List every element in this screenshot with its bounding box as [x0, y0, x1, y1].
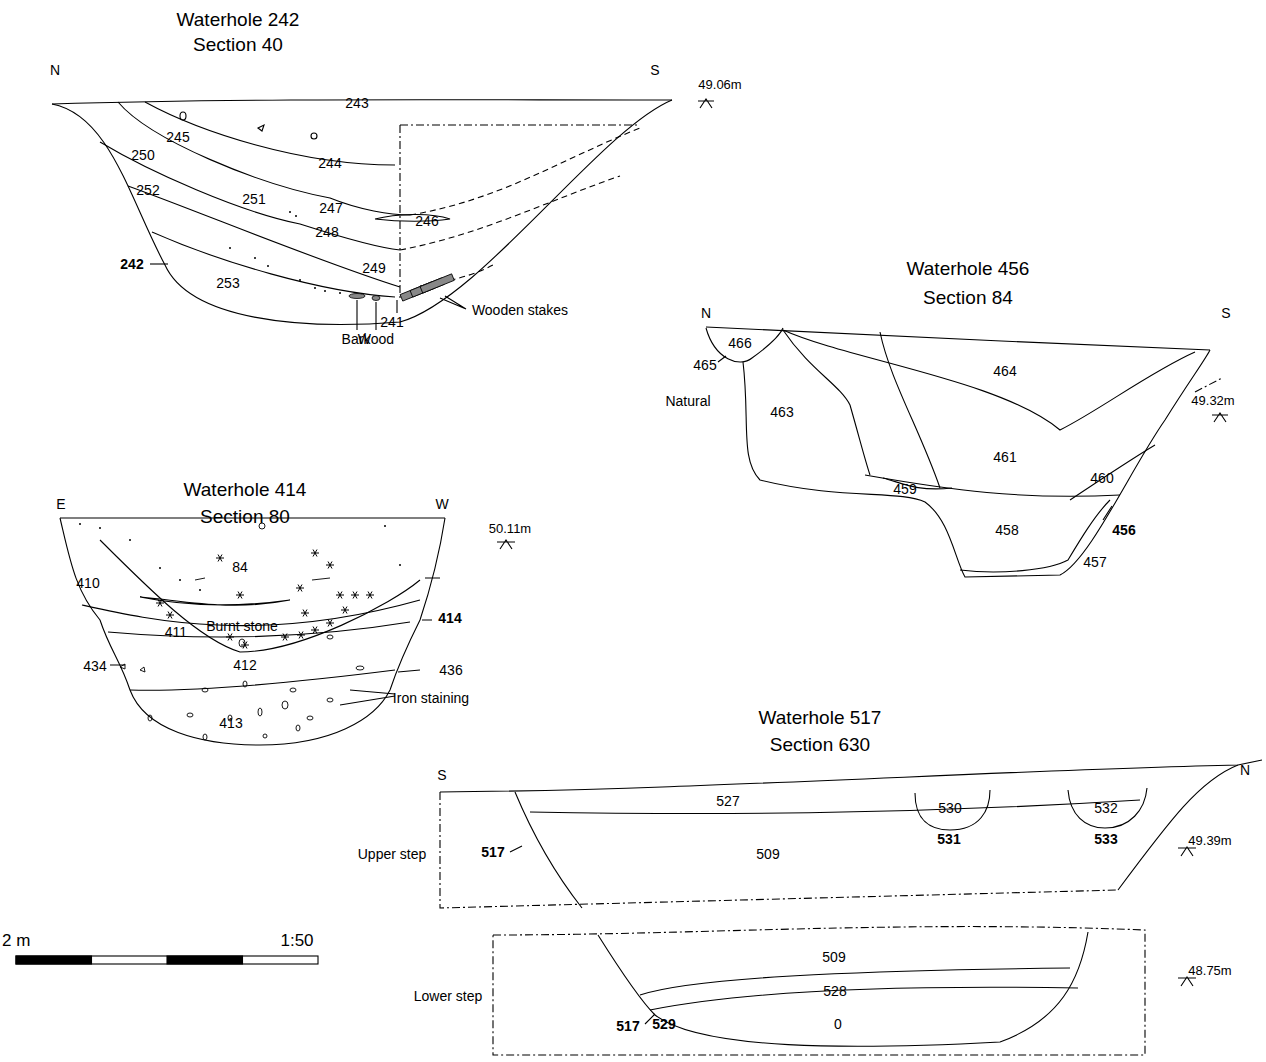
orientation: S — [437, 768, 446, 782]
layer-number: 459 — [893, 482, 916, 496]
section-title: Waterhole 456 — [907, 259, 1030, 278]
datum-level: 48.75m — [1188, 964, 1231, 977]
layer-number: 253 — [216, 276, 239, 290]
datum-level: 49.06m — [698, 78, 741, 91]
layer-number: 411 — [165, 625, 187, 639]
cut-number: 529 — [652, 1017, 675, 1031]
annotation: Wood — [358, 332, 394, 346]
waterhole-242-section — [52, 99, 714, 330]
layer-number: 457 — [1083, 555, 1106, 569]
annotation: Wooden stakes — [472, 303, 568, 317]
layer-number: 252 — [136, 183, 159, 197]
layer-number: 465 — [693, 358, 716, 372]
section-title: Section 80 — [200, 507, 290, 526]
layer-number: 509 — [822, 950, 845, 964]
annotation: Natural — [665, 394, 710, 408]
annotation: 1:50 — [280, 932, 313, 949]
layer-number: 530 — [938, 801, 961, 815]
layer-number: 247 — [319, 201, 342, 215]
layer-number: 434 — [83, 659, 106, 673]
layer-number: 532 — [1094, 801, 1117, 815]
cut-number: 533 — [1094, 832, 1117, 846]
orientation: N — [1240, 763, 1250, 777]
layer-number: 528 — [823, 984, 846, 998]
layer-number: 509 — [756, 847, 779, 861]
layer-number: 413 — [219, 716, 242, 730]
datum-level: 49.39m — [1188, 834, 1231, 847]
waterhole-517-section — [440, 760, 1262, 1055]
orientation: W — [435, 497, 448, 511]
cut-number: 531 — [937, 832, 960, 846]
layer-number: 0 — [834, 1017, 842, 1031]
orientation: N — [50, 63, 60, 77]
scale-bar — [16, 956, 318, 964]
cut-number: 517 — [481, 845, 504, 859]
layer-number: 246 — [415, 214, 438, 228]
orientation: N — [701, 306, 711, 320]
layer-number: 436 — [439, 663, 462, 677]
cut-number: 456 — [1112, 523, 1135, 537]
section-title: Waterhole 517 — [759, 708, 882, 727]
section-title: Section 84 — [923, 288, 1013, 307]
cut-number: 414 — [438, 611, 461, 625]
layer-number: 84 — [232, 560, 248, 574]
layer-number: 410 — [76, 576, 99, 590]
section-title: Waterhole 242 — [177, 10, 300, 29]
section-title: Section 40 — [193, 35, 283, 54]
layer-number: 245 — [166, 130, 189, 144]
annotation: Lower step — [414, 989, 482, 1003]
layer-number: 464 — [993, 364, 1016, 378]
orientation: S — [1221, 306, 1230, 320]
layer-number: 251 — [242, 192, 265, 206]
cut-number: 517 — [616, 1019, 639, 1033]
cut-number: 242 — [120, 257, 143, 271]
annotation: Upper step — [358, 847, 426, 861]
datum-level: 49.32m — [1191, 394, 1234, 407]
waterhole-456-section — [706, 327, 1228, 577]
layer-number: 463 — [770, 405, 793, 419]
orientation: E — [56, 497, 65, 511]
annotation: Iron staining — [393, 691, 469, 705]
orientation: S — [650, 63, 659, 77]
layer-number: 249 — [362, 261, 385, 275]
layer-number: 466 — [728, 336, 751, 350]
layer-number: 412 — [233, 658, 256, 672]
layer-number: 244 — [318, 156, 341, 170]
layer-number: 460 — [1090, 471, 1113, 485]
layer-number: 527 — [716, 794, 739, 808]
layer-number: 250 — [131, 148, 154, 162]
layer-number: 243 — [345, 96, 368, 110]
waterhole-414-section — [60, 518, 515, 745]
section-title: Section 630 — [770, 735, 870, 754]
annotation: Burnt stone — [206, 619, 278, 633]
annotation: 2 m — [2, 932, 30, 949]
layer-number: 241 — [380, 315, 403, 329]
datum-level: 50.11m — [489, 522, 531, 535]
layer-number: 461 — [993, 450, 1016, 464]
layer-number: 248 — [315, 225, 338, 239]
layer-number: 458 — [995, 523, 1018, 537]
section-title: Waterhole 414 — [184, 480, 307, 499]
